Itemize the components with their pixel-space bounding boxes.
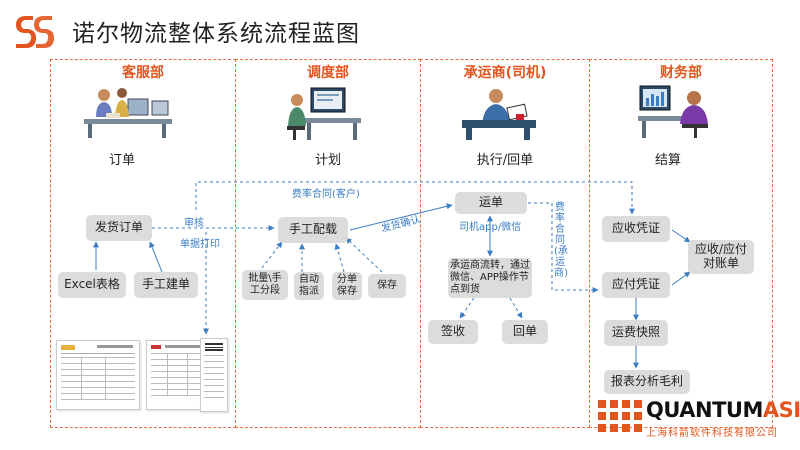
edge-label-rate-contract-carrier-text: 费率合同(承运商)	[554, 202, 568, 279]
edge-label-rate-contract-carrier: 费率合同(承运商)	[554, 202, 568, 279]
column-title-customer-service: 客服部	[122, 65, 164, 81]
brand-logo-mark	[14, 14, 56, 50]
node-report-margin[interactable]: 报表分析毛利	[604, 370, 690, 394]
edge-label-review: 审核	[184, 218, 204, 229]
node-reconciliation-line1: 应收/应付	[694, 242, 748, 257]
node-carrier-flow[interactable]: 承运商流转，通过微信、APP操作节点到货	[448, 258, 532, 298]
node-save[interactable]: 保存	[368, 274, 406, 298]
column-caption-finance: 结算	[654, 153, 681, 168]
office-workers-illustration	[82, 83, 174, 139]
column-title-finance: 财务部	[660, 65, 702, 81]
column-caption-carrier: 执行/回单	[476, 153, 534, 168]
node-manual-entry[interactable]: 手工建单	[134, 272, 198, 298]
node-sign-off[interactable]: 签收	[428, 320, 478, 344]
node-manual-loading[interactable]: 手工配载	[278, 217, 348, 243]
node-payable-voucher[interactable]: 应付凭证	[602, 272, 670, 298]
node-split-save[interactable]: 分单保存	[332, 272, 362, 300]
edge-label-driver-app: 司机app/微信	[459, 222, 522, 233]
company-name: 上海科箭软件科技有限公司	[646, 428, 778, 439]
edge-label-rate-contract-customer: 费率合同(客户)	[292, 189, 360, 200]
brand-quantum: QUANTUM	[646, 398, 763, 422]
brand-asia: ASIA	[762, 398, 800, 422]
node-reconciliation-statement[interactable]: 应收/应付 对账单	[688, 240, 754, 274]
printed-document-thumbnail-1	[56, 340, 140, 410]
node-shipment-order[interactable]: 发货订单	[86, 215, 152, 241]
node-auto-assign[interactable]: 自动指派	[294, 272, 324, 300]
driver-illustration	[458, 84, 540, 142]
node-freight-snapshot[interactable]: 运费快照	[604, 320, 668, 346]
quantum-asia-brand: QUANTUMASIA	[646, 398, 800, 422]
node-receipt[interactable]: 回单	[502, 320, 548, 344]
node-receivable-voucher[interactable]: 应收凭证	[602, 216, 670, 242]
column-caption-dispatch: 计划	[314, 153, 341, 168]
column-title-carrier: 承运商(司机)	[463, 65, 547, 81]
edge-label-document-print: 单据打印	[180, 239, 220, 250]
node-excel-sheet[interactable]: Excel表格	[58, 272, 126, 298]
node-reconciliation-line2: 对账单	[702, 256, 739, 270]
quantum-asia-logo-mark	[598, 400, 642, 436]
printed-document-thumbnail-3	[200, 338, 228, 412]
dispatcher-illustration	[283, 86, 365, 142]
column-title-dispatch: 调度部	[307, 65, 349, 81]
column-caption-customer-service: 订单	[108, 153, 135, 168]
node-waybill[interactable]: 运单	[455, 192, 527, 214]
page-title: 诺尔物流整体系统流程蓝图	[72, 21, 360, 47]
node-batch-manual-split[interactable]: 批量\手工分段	[242, 270, 288, 300]
column-frame-finance	[589, 59, 773, 428]
accountant-illustration	[636, 84, 718, 140]
